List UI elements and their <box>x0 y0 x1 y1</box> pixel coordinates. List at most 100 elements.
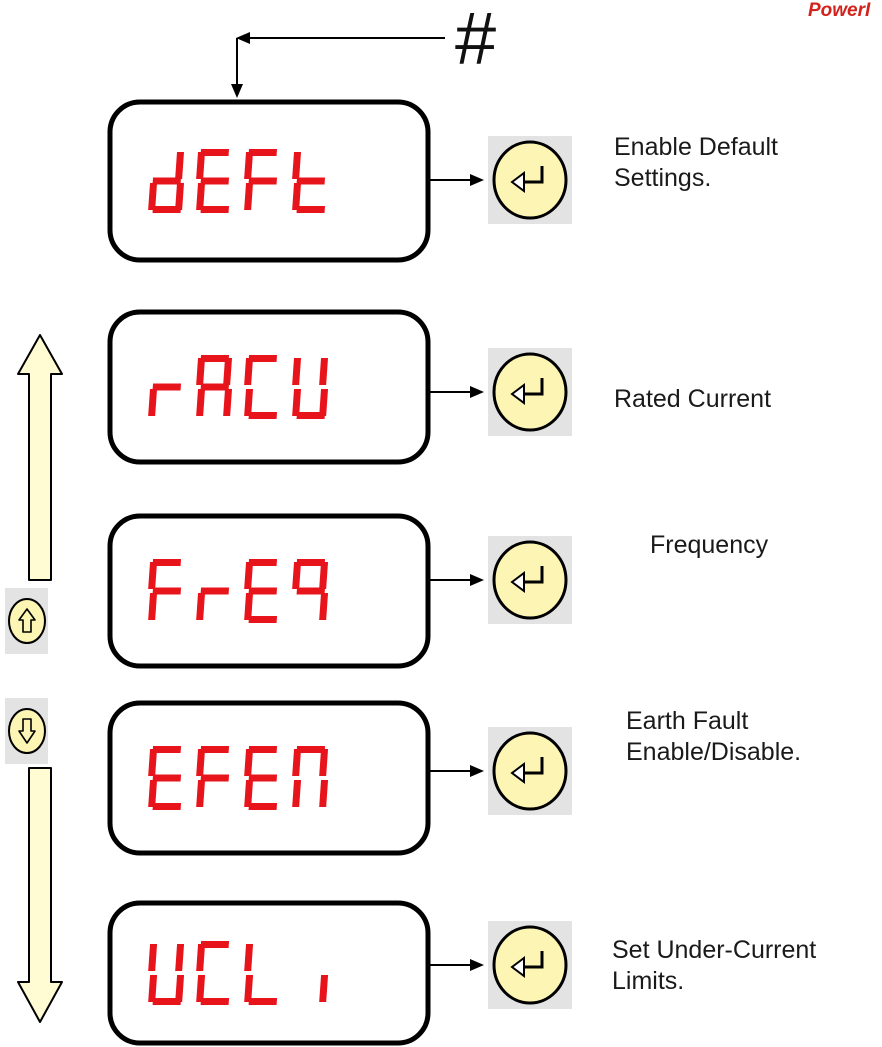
description-default-settings: Enable Default Settings. <box>614 132 778 195</box>
segment <box>244 780 254 807</box>
segment <box>292 780 302 807</box>
segment <box>152 746 182 753</box>
segment <box>319 749 329 776</box>
segment <box>152 998 182 1005</box>
scroll-up-arrow <box>17 334 63 581</box>
segment <box>248 412 278 419</box>
segment <box>248 774 278 782</box>
arrow-head <box>470 174 484 186</box>
segment <box>152 177 182 185</box>
arrow-head <box>470 574 484 586</box>
description-line: Frequency <box>650 531 769 559</box>
description-line: Rated Current <box>614 385 772 413</box>
segment <box>148 389 158 416</box>
segment <box>248 355 278 362</box>
segment <box>244 358 254 385</box>
segment <box>248 746 278 753</box>
down-key-icon[interactable] <box>5 698 48 764</box>
entry-arrow <box>231 32 445 98</box>
segment <box>196 749 206 776</box>
segment <box>248 587 278 595</box>
segment <box>319 389 329 416</box>
segment <box>152 774 182 782</box>
segment <box>200 941 230 948</box>
segment <box>244 562 254 589</box>
segment <box>319 562 329 589</box>
segment <box>152 206 182 213</box>
display-box <box>107 900 431 1046</box>
segment <box>244 593 254 620</box>
segment <box>200 383 230 391</box>
enter-key-icon[interactable] <box>488 136 572 224</box>
segment <box>148 562 158 589</box>
display-box <box>107 309 431 465</box>
segment <box>152 803 182 810</box>
segment <box>248 177 278 185</box>
segment <box>152 383 182 391</box>
description-line: Limits. <box>612 967 685 996</box>
segment <box>148 183 158 210</box>
segment <box>175 183 185 210</box>
segment <box>244 975 254 1002</box>
enter-key-icon[interactable] <box>488 348 572 436</box>
description-line: Earth Fault <box>626 707 749 735</box>
segment <box>248 616 278 623</box>
segment <box>200 149 230 156</box>
segment <box>319 358 329 385</box>
segment <box>200 587 230 595</box>
scroll-down-arrow <box>17 767 63 1023</box>
enter-key-icon[interactable] <box>488 536 572 624</box>
segment <box>319 593 329 620</box>
brand-logo: PowerI <box>808 0 871 21</box>
segment <box>296 412 326 419</box>
segment <box>296 177 326 185</box>
segment <box>292 389 302 416</box>
segment <box>244 152 254 179</box>
display-code <box>148 149 326 213</box>
segment <box>196 152 206 179</box>
arrow-head <box>470 386 484 398</box>
segment <box>248 998 278 1005</box>
segment <box>175 152 185 179</box>
arrow-head <box>470 959 484 971</box>
entry-marker: # <box>455 0 497 80</box>
segment <box>148 749 158 776</box>
description-line: Set Under-Current <box>612 936 817 964</box>
segment <box>292 358 302 385</box>
segment <box>244 389 254 416</box>
segment <box>200 355 230 362</box>
segment <box>200 177 230 185</box>
description-earth-fault: Earth Fault Enable/Disable. <box>626 706 801 769</box>
segment <box>248 803 278 810</box>
segment <box>196 389 206 416</box>
segment <box>148 593 158 620</box>
display-code <box>148 355 329 419</box>
display-code <box>148 941 329 1005</box>
segment <box>296 746 326 753</box>
description-under-current: Set Under-Current Limits. <box>612 935 816 998</box>
segment <box>152 587 182 595</box>
arrow-head <box>470 765 484 777</box>
segment <box>223 389 233 416</box>
segment <box>292 152 302 179</box>
segment <box>292 749 302 776</box>
segment <box>200 206 230 213</box>
segment <box>196 593 206 620</box>
enter-key-icon[interactable] <box>488 921 572 1009</box>
segment <box>244 183 254 210</box>
segment <box>175 975 185 1002</box>
up-key-icon[interactable] <box>5 588 48 654</box>
segment <box>319 780 329 807</box>
description-rated-current: Rated Current <box>614 384 771 415</box>
segment <box>296 206 326 213</box>
enter-key-icon[interactable] <box>488 727 572 815</box>
segment <box>196 944 206 971</box>
segment <box>148 780 158 807</box>
description-line: Settings. <box>614 164 712 193</box>
segment <box>248 149 278 156</box>
display-code <box>148 559 329 623</box>
segment <box>148 975 158 1002</box>
display-code <box>148 746 329 810</box>
segment <box>148 944 158 971</box>
